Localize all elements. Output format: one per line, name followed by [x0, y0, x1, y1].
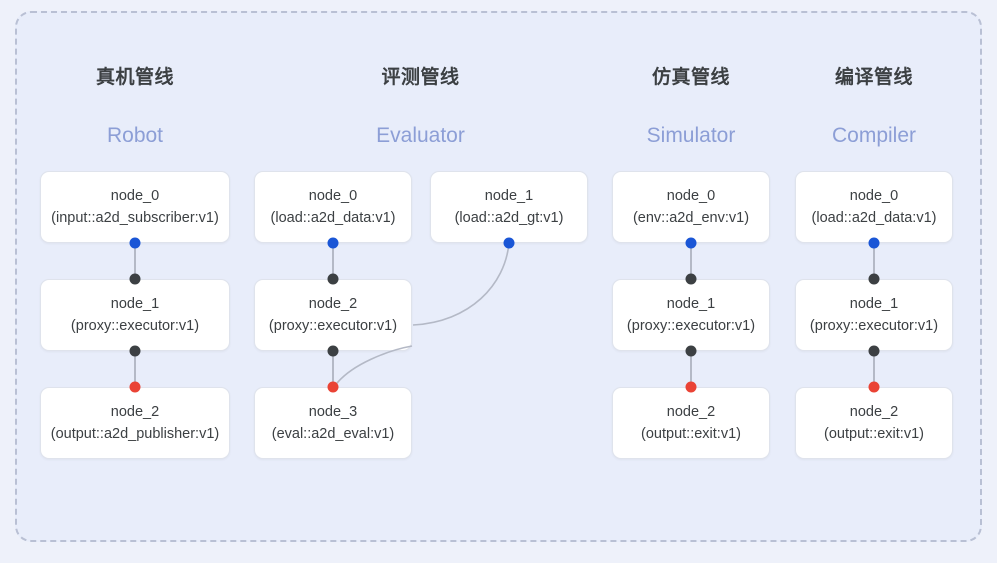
port-input-simulator-2[interactable] — [685, 381, 697, 393]
node-box-simulator-0[interactable]: node_0 (env::a2d_env:v1) — [612, 171, 770, 243]
port-input-robot-2[interactable] — [129, 381, 141, 393]
column-subtitle-simulator: Simulator — [646, 124, 736, 147]
node-name: node_0 — [666, 187, 716, 204]
port-output-simulator-0[interactable] — [685, 237, 697, 249]
port-input-robot-1[interactable] — [129, 273, 141, 285]
port-input-evaluator-2[interactable] — [327, 273, 339, 285]
column-subtitle-evaluator: Evaluator — [376, 124, 465, 147]
port-input-compiler-1[interactable] — [868, 273, 880, 285]
column-title-compiler: 编译管线 — [834, 67, 913, 88]
node-box-simulator-1[interactable]: node_1 (proxy::executor:v1) — [612, 279, 770, 351]
node-type: (output::a2d_publisher:v1) — [50, 426, 220, 442]
node-name: node_0 — [308, 187, 358, 204]
node-type: (eval::a2d_eval:v1) — [271, 426, 395, 442]
node-type: (output::exit:v1) — [641, 426, 741, 442]
node-name: node_2 — [110, 403, 160, 420]
node-box-robot-2[interactable]: node_2 (output::a2d_publisher:v1) — [40, 387, 230, 459]
node-name: node_1 — [849, 295, 899, 312]
node-name: node_1 — [110, 295, 160, 312]
node-name: node_0 — [849, 187, 899, 204]
node-name: node_0 — [110, 187, 160, 204]
port-output-robot-1[interactable] — [129, 345, 141, 357]
node-box-evaluator-3[interactable]: node_3 (eval::a2d_eval:v1) — [254, 387, 412, 459]
node-type: (load::a2d_data:v1) — [270, 210, 396, 226]
port-output-compiler-1[interactable] — [868, 345, 880, 357]
column-title-simulator: 仿真管线 — [651, 67, 730, 88]
port-output-compiler-0[interactable] — [868, 237, 880, 249]
edge-simulator-0-1 — [690, 243, 692, 279]
node-type: (input::a2d_subscriber:v1) — [51, 210, 219, 226]
edge-compiler-1-2 — [873, 351, 875, 387]
column-title-robot: 真机管线 — [95, 67, 174, 88]
edge-robot-0-1 — [134, 243, 136, 279]
node-box-robot-1[interactable]: node_1 (proxy::executor:v1) — [40, 279, 230, 351]
node-box-compiler-0[interactable]: node_0 (load::a2d_data:v1) — [795, 171, 953, 243]
port-input-evaluator-3[interactable] — [327, 381, 339, 393]
node-name: node_1 — [484, 187, 534, 204]
node-name: node_2 — [849, 403, 899, 420]
port-output-evaluator-2[interactable] — [327, 345, 339, 357]
node-box-compiler-1[interactable]: node_1 (proxy::executor:v1) — [795, 279, 953, 351]
column-subtitle-robot: Robot — [106, 124, 164, 147]
node-type: (proxy::executor:v1) — [268, 318, 398, 334]
node-type: (load::a2d_data:v1) — [811, 210, 937, 226]
port-output-evaluator-0[interactable] — [327, 237, 339, 249]
node-type: (load::a2d_gt:v1) — [454, 210, 564, 226]
port-output-simulator-1[interactable] — [685, 345, 697, 357]
node-type: (proxy::executor:v1) — [70, 318, 200, 334]
node-box-evaluator-2[interactable]: node_2 (proxy::executor:v1) — [254, 279, 412, 351]
node-box-evaluator-1[interactable]: node_1 (load::a2d_gt:v1) — [430, 171, 588, 243]
port-output-evaluator-1[interactable] — [503, 237, 515, 249]
edge-compiler-0-1 — [873, 243, 875, 279]
node-type: (proxy::executor:v1) — [626, 318, 756, 334]
node-box-simulator-2[interactable]: node_2 (output::exit:v1) — [612, 387, 770, 459]
node-box-evaluator-0[interactable]: node_0 (load::a2d_data:v1) — [254, 171, 412, 243]
node-type: (output::exit:v1) — [824, 426, 924, 442]
node-name: node_2 — [666, 403, 716, 420]
column-subtitle-compiler: Compiler — [831, 124, 917, 147]
node-box-compiler-2[interactable]: node_2 (output::exit:v1) — [795, 387, 953, 459]
edge-robot-1-2 — [134, 351, 136, 387]
edge-evaluator-2-3 — [332, 351, 334, 387]
port-input-compiler-2[interactable] — [868, 381, 880, 393]
column-title-evaluator: 评测管线 — [381, 67, 460, 88]
port-input-simulator-1[interactable] — [685, 273, 697, 285]
node-name: node_2 — [308, 295, 358, 312]
node-type: (proxy::executor:v1) — [809, 318, 939, 334]
edge-evaluator-0-2 — [332, 243, 334, 279]
port-output-robot-0[interactable] — [129, 237, 141, 249]
edge-simulator-1-2 — [690, 351, 692, 387]
node-name: node_3 — [308, 403, 358, 420]
node-name: node_1 — [666, 295, 716, 312]
node-box-robot-0[interactable]: node_0 (input::a2d_subscriber:v1) — [40, 171, 230, 243]
node-type: (env::a2d_env:v1) — [632, 210, 750, 226]
